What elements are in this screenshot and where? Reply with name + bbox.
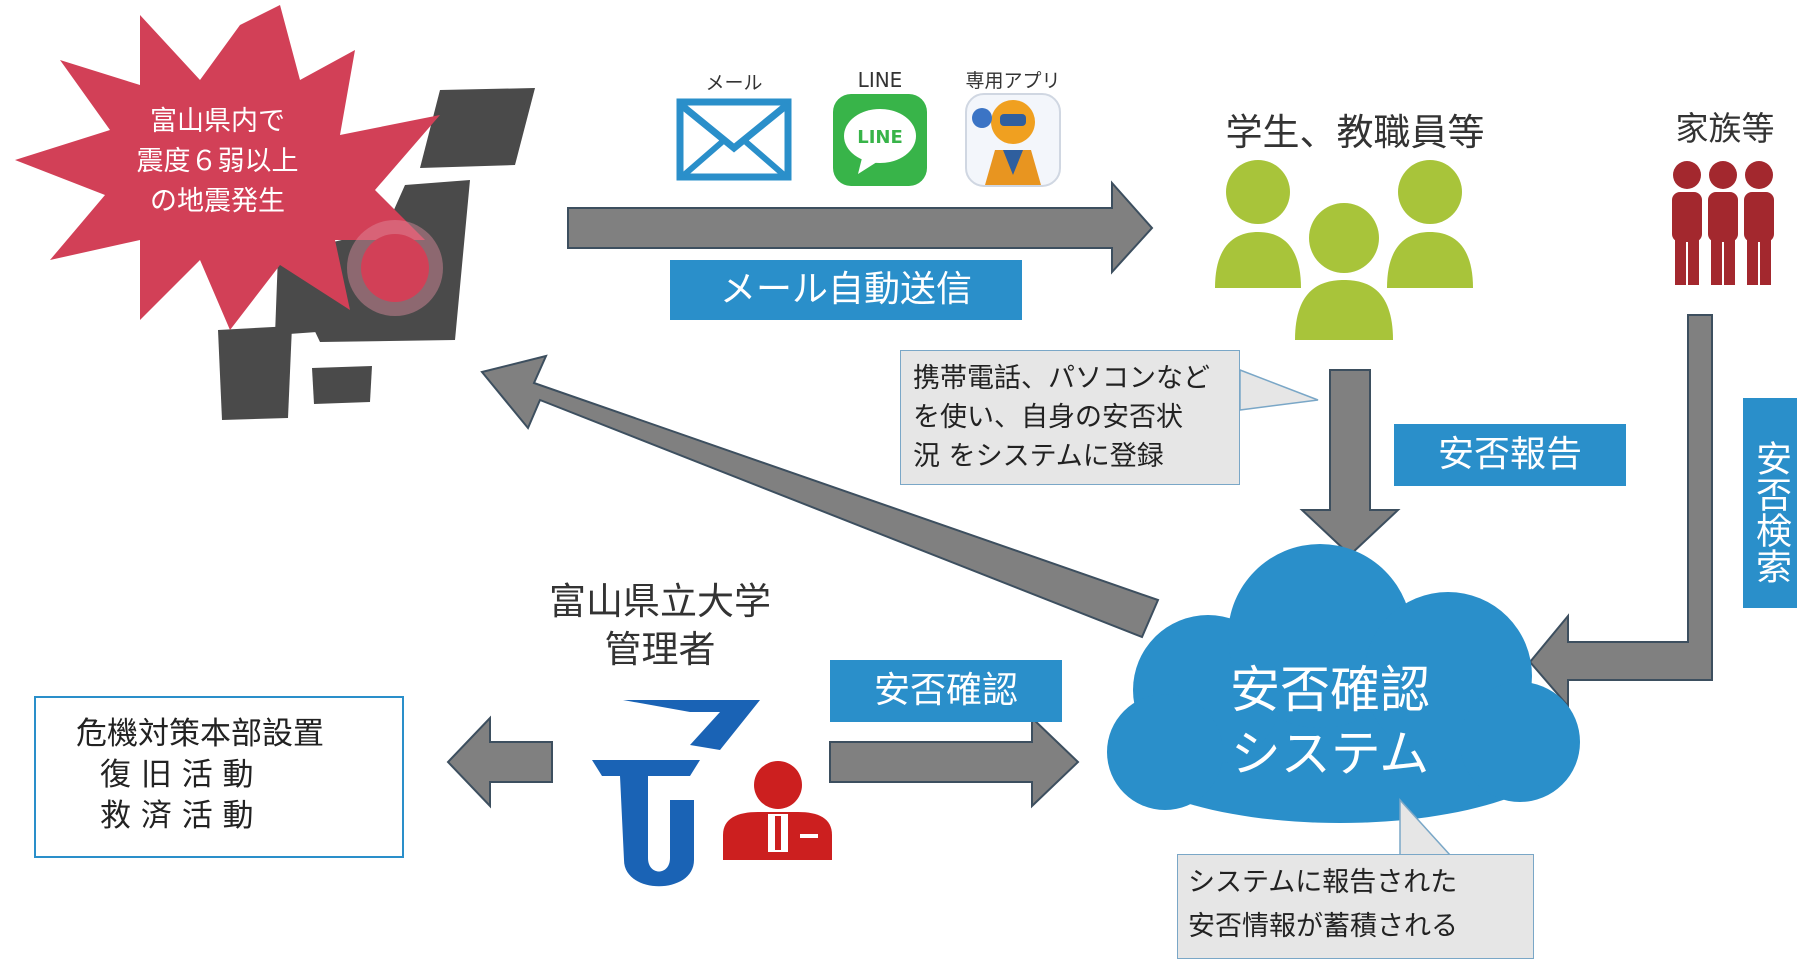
- auto-send-label: メール自動送信: [670, 260, 1022, 320]
- admin-label: 富山県立大学 管理者: [530, 578, 790, 674]
- family-icon: [1672, 161, 1774, 285]
- earthquake-burst: [15, 5, 440, 330]
- callout-bottom-line-2: 安否情報が蓄積される: [1188, 911, 1458, 942]
- callout-top-line-2: を使い、自身の安否状: [913, 402, 1183, 433]
- line-label: LINE: [857, 68, 903, 92]
- callout-top-line-3: 況 をシステムに登録: [913, 441, 1164, 472]
- callout-top-tail: [1239, 368, 1319, 411]
- university-logo-icon: [592, 700, 760, 887]
- mail-icon: [676, 98, 792, 181]
- students-label: 学生、教職員等: [1225, 111, 1485, 154]
- hq-line-2: 復 旧 活 動: [100, 757, 254, 793]
- hq-line-3: 救 済 活 動: [100, 798, 254, 834]
- epicenter-inner: [361, 234, 429, 302]
- earthquake-line-3: の地震発生: [150, 186, 285, 217]
- line-icon: LINE: [833, 94, 927, 186]
- app-icon: [965, 93, 1061, 187]
- mail-label: メール: [705, 72, 763, 94]
- admin-line-2: 管理者: [604, 628, 716, 671]
- feedback-arrow: [480, 354, 1160, 639]
- earthquake-text: 富山県内で 震度６弱以上 の地震発生: [110, 102, 325, 222]
- report-arrow: [1299, 369, 1401, 557]
- callout-top-line-1: 携帯電話、パソコンなど: [913, 363, 1210, 394]
- students-icon: [1215, 160, 1473, 340]
- earthquake-line-2: 震度６弱以上: [136, 146, 299, 177]
- hq-arrow: [446, 715, 553, 809]
- report-label: 安否報告: [1394, 424, 1626, 486]
- family-label: 家族等: [1675, 109, 1775, 148]
- hq-line-1: 危機対策本部設置: [76, 716, 324, 752]
- confirm-label: 安否確認: [830, 660, 1062, 722]
- line-icon-text: LINE: [857, 127, 903, 148]
- system-line-2: システム: [1230, 725, 1430, 783]
- confirm-arrow: [829, 715, 1080, 809]
- app-label: 専用アプリ: [965, 70, 1061, 92]
- earthquake-line-1: 富山県内で: [150, 106, 285, 137]
- system-label: 安否確認 システム: [1140, 658, 1520, 786]
- hq-box: 危機対策本部設置 復 旧 活 動 救 済 活 動: [34, 696, 404, 858]
- admin-line-1: 富山県立大学: [549, 580, 771, 623]
- search-arrow: [1528, 314, 1713, 709]
- system-line-1: 安否確認: [1230, 661, 1430, 719]
- search-label: 安否検索: [1743, 398, 1797, 608]
- callout-top: 携帯電話、パソコンなど を使い、自身の安否状 況 をシステムに登録: [900, 350, 1240, 485]
- system-cloud: [1107, 544, 1580, 823]
- callout-bottom: システムに報告された 安否情報が蓄積される: [1177, 854, 1534, 959]
- callout-bottom-line-1: システムに報告された: [1188, 867, 1458, 898]
- admin-person-icon: [723, 761, 832, 860]
- send-arrow: [567, 180, 1154, 275]
